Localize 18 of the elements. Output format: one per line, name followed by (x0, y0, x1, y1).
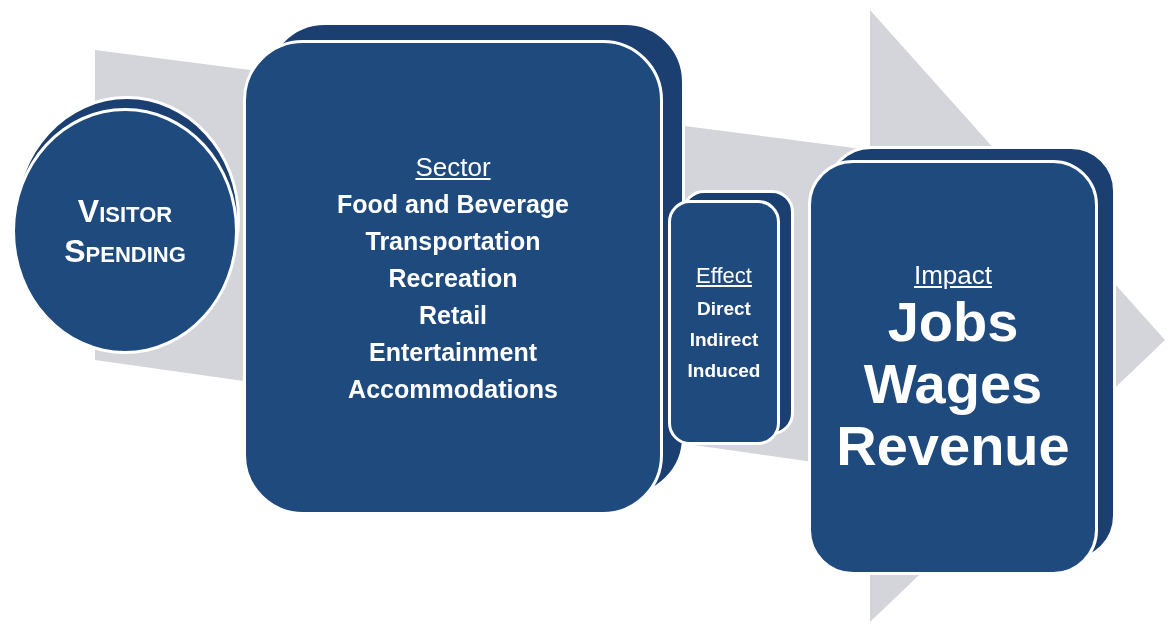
section-heading: Effect (696, 265, 752, 287)
list-item: Jobs (887, 293, 1019, 350)
list-item: Entertainment (368, 339, 538, 365)
rounded-box (243, 40, 663, 515)
list-item: Retail (418, 302, 488, 328)
list-item: Indirect (689, 330, 759, 349)
list-item: Direct (697, 299, 751, 318)
rounded-box (808, 160, 1098, 575)
list-item: Induced (687, 361, 761, 380)
node-title: Visitor Spending (63, 192, 187, 271)
rounded-box (668, 200, 780, 445)
list-item: Food and Beverage (337, 191, 569, 217)
list-item: Accommodations (348, 376, 558, 402)
section-heading: Impact (914, 261, 992, 288)
section-heading: Sector (415, 153, 491, 180)
list-item: Transportation (365, 228, 541, 254)
list-item: Revenue (836, 417, 1070, 474)
list-item: Recreation (388, 265, 518, 291)
